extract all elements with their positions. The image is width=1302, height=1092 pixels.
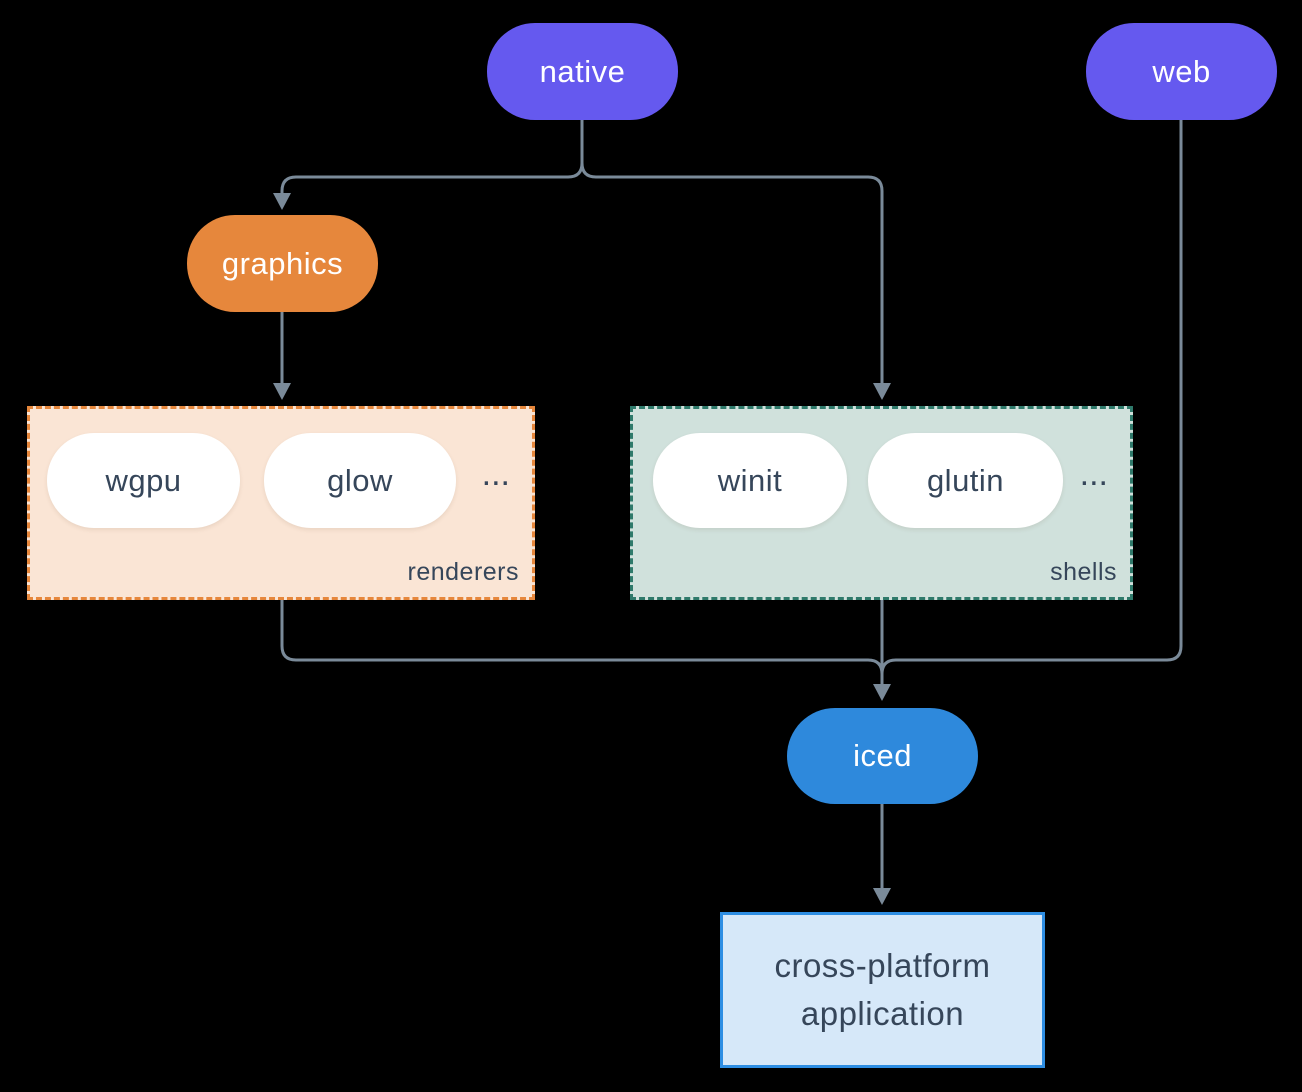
- node-cross-platform-application: cross-platform application: [720, 912, 1045, 1068]
- group-renderers: wgpu glow ... renderers: [27, 406, 535, 600]
- arrowhead-renderers: [273, 383, 291, 400]
- renderers-ellipsis: ...: [481, 455, 510, 493]
- node-wgpu: wgpu: [47, 433, 240, 528]
- edge-native-shells: [580, 120, 884, 384]
- arrowhead-app: [873, 888, 891, 905]
- group-shells-label: shells: [1050, 558, 1117, 586]
- node-iced-label: iced: [853, 738, 912, 773]
- node-graphics: graphics: [187, 215, 378, 312]
- shells-ellipsis: ...: [1079, 455, 1108, 493]
- node-iced: iced: [787, 708, 978, 804]
- node-graphics-label: graphics: [221, 245, 344, 281]
- node-web: web: [1086, 23, 1277, 120]
- node-web-label: web: [1152, 53, 1211, 89]
- arrowhead-graphics: [273, 193, 291, 210]
- arrowhead-shells: [873, 383, 891, 400]
- arrowhead-iced: [873, 684, 891, 701]
- edge-web-iced: [880, 120, 1183, 675]
- node-wgpu-label: wgpu: [105, 462, 182, 498]
- group-shells: winit glutin ... shells: [630, 406, 1133, 600]
- node-glutin: glutin: [868, 433, 1063, 528]
- app-label-line1: cross-platform: [774, 947, 991, 984]
- app-label-line2: application: [800, 995, 965, 1032]
- group-renderers-label: renderers: [407, 558, 519, 586]
- node-glow-label: glow: [327, 462, 393, 498]
- node-winit-label: winit: [717, 462, 783, 498]
- node-native: native: [487, 23, 678, 120]
- edge-native-graphics: [280, 120, 584, 194]
- node-native-label: native: [539, 53, 626, 89]
- edge-renderers-iced: [280, 600, 884, 675]
- node-glow: glow: [264, 433, 456, 528]
- node-winit: winit: [653, 433, 847, 528]
- node-glutin-label: glutin: [926, 462, 1005, 498]
